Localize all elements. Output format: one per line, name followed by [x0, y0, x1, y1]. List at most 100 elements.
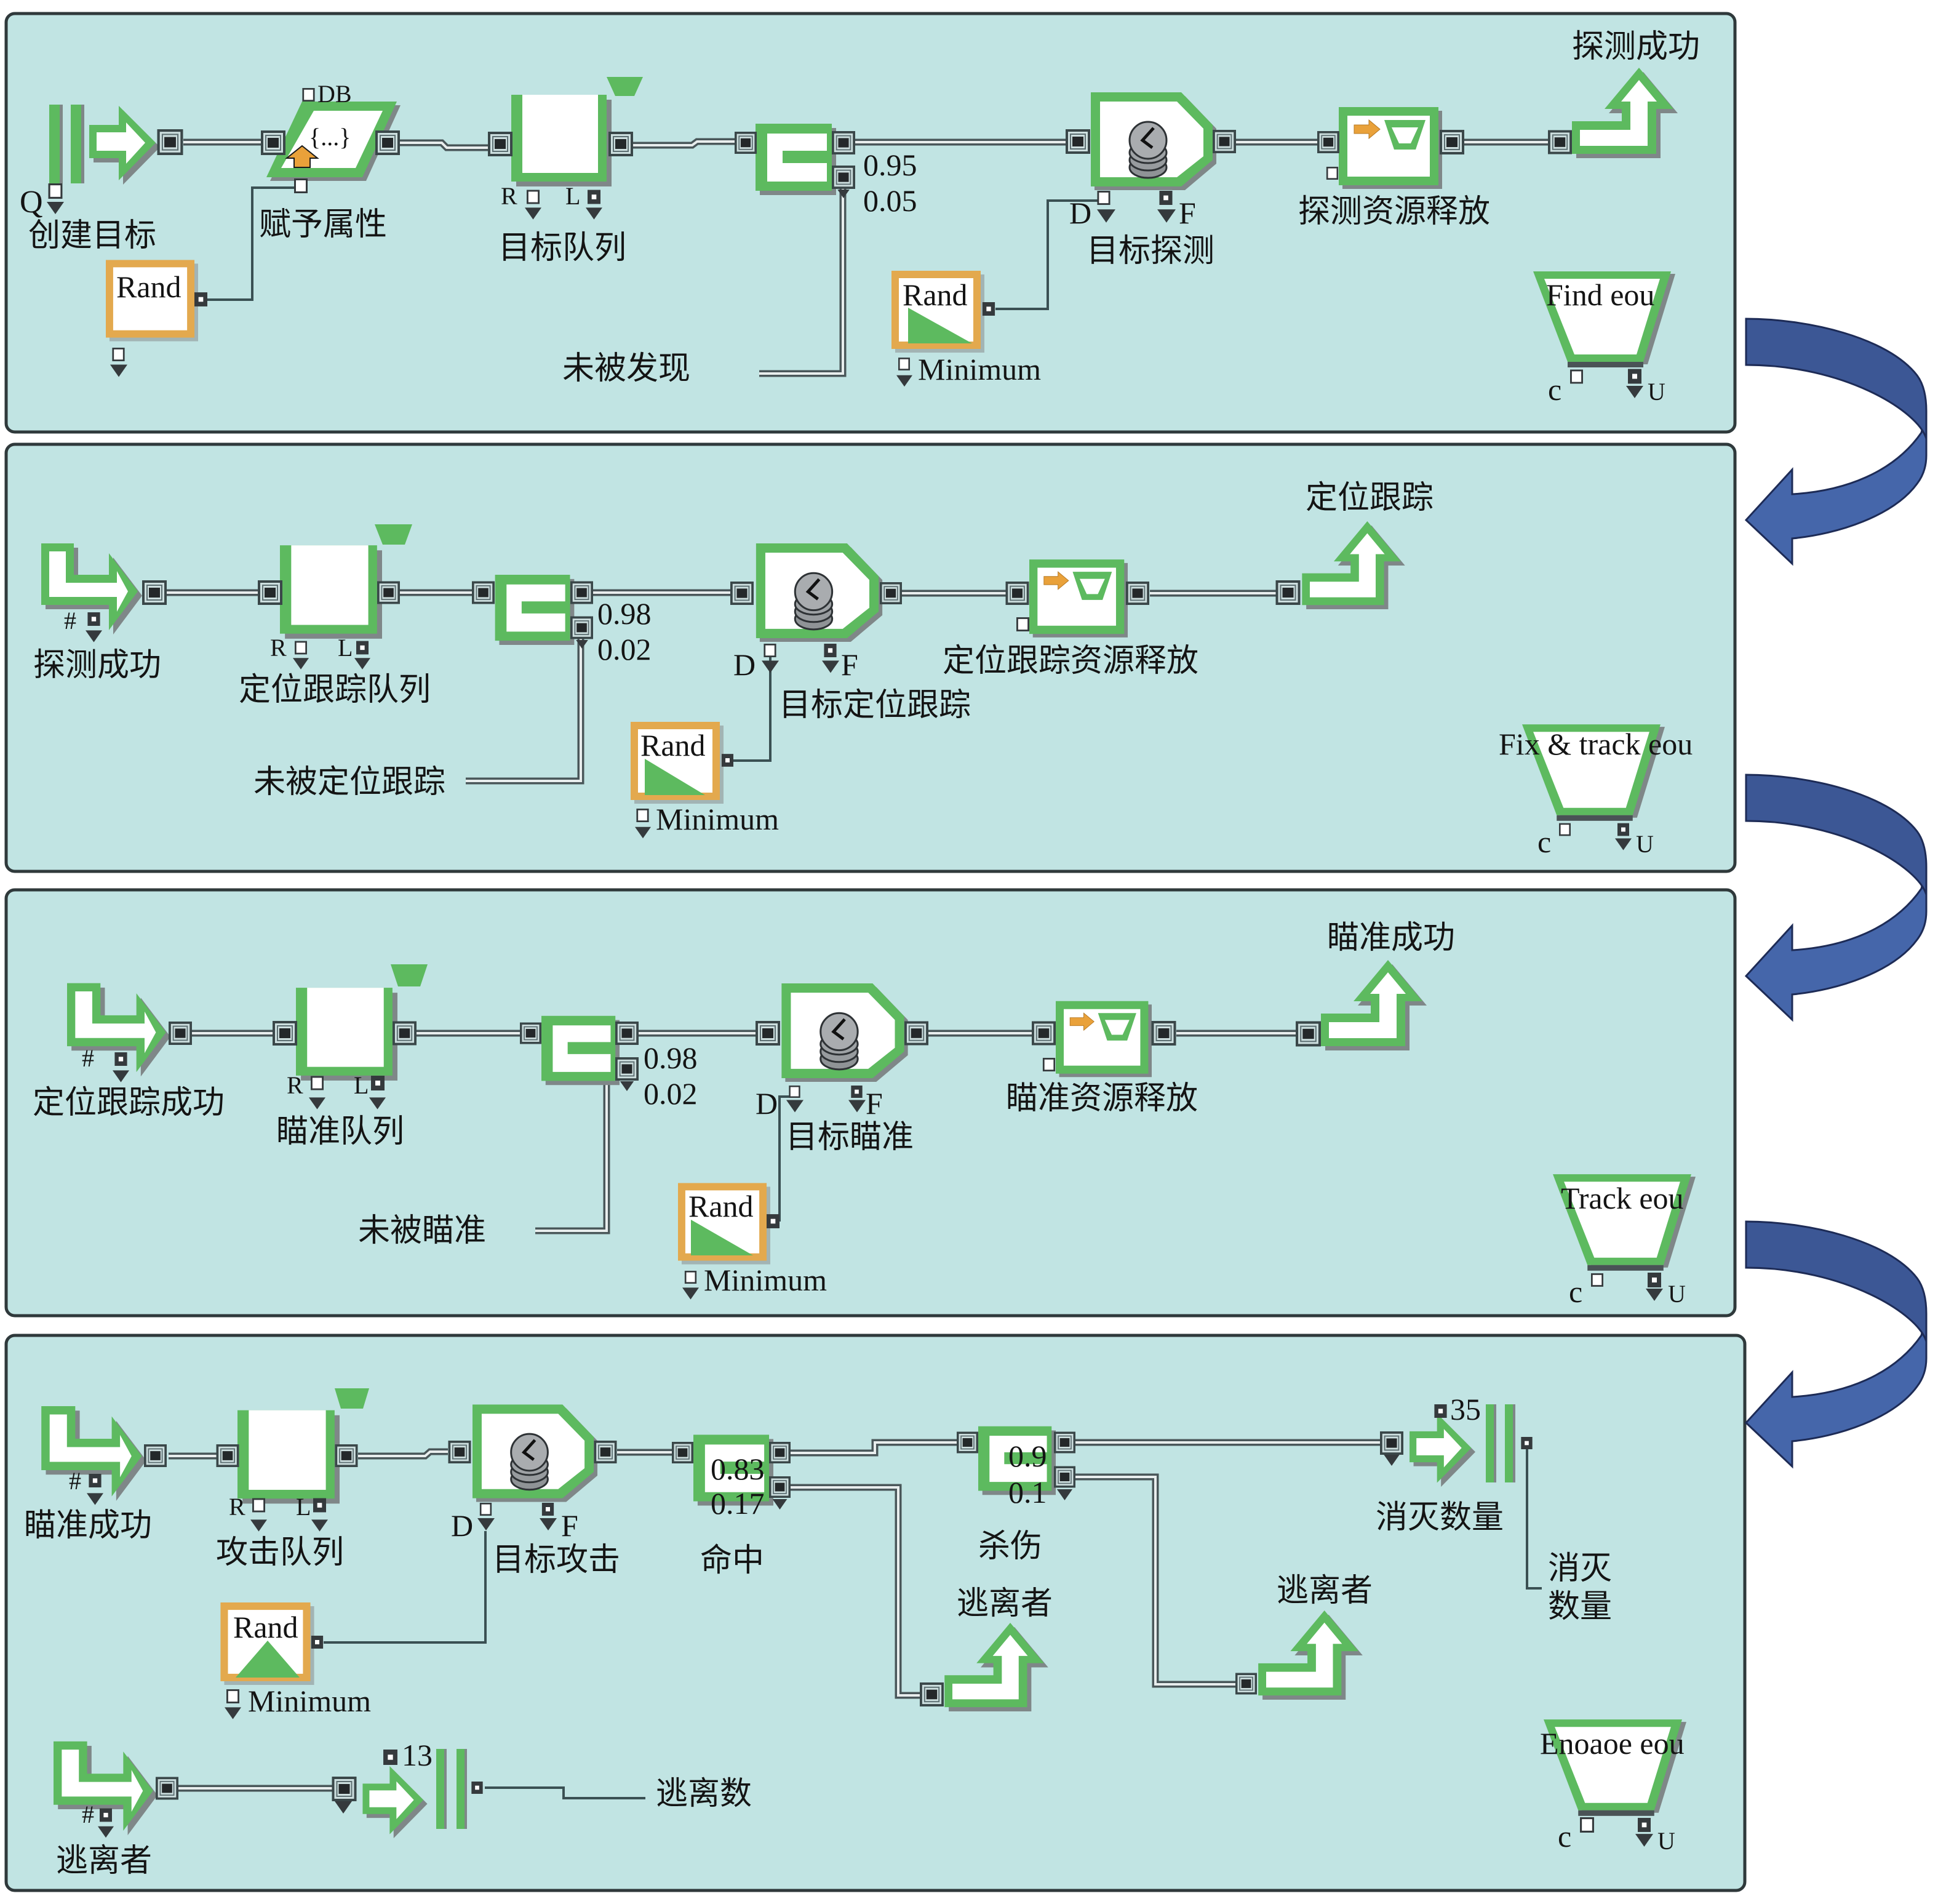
- delay-rand-output-port[interactable]: [311, 1636, 324, 1649]
- activity-output-connector[interactable]: [880, 582, 902, 605]
- queue-input-connector[interactable]: [274, 1022, 296, 1044]
- kill-counter-input-connector[interactable]: [1380, 1431, 1403, 1455]
- release-input-connector[interactable]: [1032, 1021, 1056, 1046]
- activity-f-port[interactable]: [541, 1503, 554, 1516]
- hit-select-input-connector[interactable]: [672, 1441, 693, 1464]
- attribute-rand-output-port[interactable]: [194, 292, 207, 306]
- enter-port[interactable]: [89, 1474, 102, 1487]
- release-block[interactable]: [1029, 559, 1128, 638]
- resource-pool-c-port[interactable]: [1570, 369, 1583, 384]
- select-output-fail-connector[interactable]: [615, 1057, 639, 1081]
- delay-rand-option-port[interactable]: [636, 809, 649, 822]
- queue-r-port[interactable]: [252, 1498, 265, 1513]
- activity-f-port[interactable]: [824, 644, 837, 657]
- kill-select-input-connector[interactable]: [957, 1431, 978, 1454]
- attribute-rand-block[interactable]: Rand: [106, 260, 198, 342]
- release-resource-port[interactable]: [1042, 1058, 1056, 1071]
- activity-f-port[interactable]: [1159, 191, 1173, 205]
- queue-block[interactable]: [511, 77, 643, 186]
- activity-input-connector[interactable]: [449, 1442, 469, 1462]
- enter-port[interactable]: [114, 1052, 127, 1066]
- kill-select-output-pass-connector[interactable]: [1054, 1431, 1075, 1454]
- activity-input-connector[interactable]: [756, 1021, 780, 1046]
- delay-rand-block[interactable]: Rand: [631, 722, 724, 804]
- select-output-fail-connector[interactable]: [570, 616, 593, 639]
- kill-counter-output-port[interactable]: [1521, 1437, 1533, 1449]
- create-block[interactable]: [49, 105, 160, 185]
- queue-block[interactable]: [280, 524, 412, 639]
- enter-output-connector[interactable]: [169, 1021, 192, 1046]
- activity-input-connector[interactable]: [1067, 130, 1089, 153]
- set-attribute-block[interactable]: {...}: [266, 102, 401, 181]
- queue-block[interactable]: [296, 964, 428, 1081]
- escape-exit-miss-input-connector[interactable]: [921, 1684, 943, 1705]
- queue-r-port[interactable]: [295, 641, 307, 655]
- resource-pool-u-port[interactable]: [1648, 1273, 1661, 1287]
- select-block[interactable]: [756, 124, 836, 195]
- select-input-connector[interactable]: [472, 581, 495, 604]
- queue-input-connector[interactable]: [488, 132, 512, 156]
- select-input-connector[interactable]: [735, 131, 757, 154]
- delay-rand-output-port[interactable]: [767, 1214, 780, 1228]
- queue-l-port[interactable]: [371, 1076, 385, 1090]
- release-resource-port[interactable]: [1326, 167, 1339, 180]
- activity-d-port[interactable]: [789, 1086, 800, 1098]
- release-block[interactable]: [1056, 1001, 1152, 1078]
- create-q-port[interactable]: [48, 183, 63, 199]
- queue-r-port[interactable]: [311, 1076, 324, 1090]
- enter-port[interactable]: [87, 612, 100, 626]
- select-output-pass-connector[interactable]: [615, 1021, 639, 1046]
- select-input-connector[interactable]: [520, 1022, 541, 1044]
- activity-f-port[interactable]: [851, 1086, 863, 1098]
- hit-select-output-pass-connector[interactable]: [769, 1441, 791, 1464]
- resource-pool-c-port[interactable]: [1580, 1817, 1594, 1833]
- activity-d-port[interactable]: [764, 644, 776, 657]
- release-resource-port[interactable]: [1016, 617, 1029, 631]
- release-output-connector[interactable]: [1440, 130, 1464, 154]
- activity-output-connector[interactable]: [594, 1441, 617, 1463]
- exit-input-connector[interactable]: [1548, 130, 1572, 154]
- resource-pool-u-port[interactable]: [1617, 823, 1629, 836]
- escape-counter-output-port[interactable]: [471, 1782, 483, 1794]
- escape-enter-output-connector[interactable]: [156, 1777, 178, 1800]
- set-attribute-input-connector[interactable]: [261, 130, 285, 155]
- delay-rand-block[interactable]: Rand: [891, 271, 984, 353]
- kill-counter-block[interactable]: [1410, 1404, 1515, 1487]
- select-output-fail-connector[interactable]: [832, 165, 855, 190]
- set-attribute-value-port[interactable]: [293, 178, 308, 193]
- activity-output-connector[interactable]: [904, 1021, 928, 1046]
- release-output-connector[interactable]: [1153, 1022, 1175, 1044]
- enter-output-connector[interactable]: [142, 580, 167, 605]
- queue-block[interactable]: [237, 1388, 369, 1504]
- queue-input-connector[interactable]: [216, 1444, 239, 1467]
- select-output-pass-connector[interactable]: [570, 581, 593, 604]
- escape-exit-survive-input-connector[interactable]: [1235, 1673, 1257, 1695]
- delay-rand-block[interactable]: Rand: [220, 1602, 314, 1685]
- escape-enter-port[interactable]: [100, 1808, 112, 1822]
- resource-pool-c-port[interactable]: [1591, 1273, 1603, 1287]
- queue-output-connector[interactable]: [377, 581, 400, 604]
- delay-rand-output-port[interactable]: [722, 754, 733, 767]
- queue-r-port[interactable]: [527, 190, 540, 204]
- delay-rand-output-port[interactable]: [982, 302, 995, 316]
- exit-input-connector[interactable]: [1277, 582, 1299, 604]
- resource-pool-c-port[interactable]: [1559, 823, 1571, 836]
- release-output-connector[interactable]: [1125, 582, 1150, 605]
- enter-output-connector[interactable]: [145, 1446, 165, 1466]
- queue-output-connector[interactable]: [393, 1021, 417, 1046]
- set-attribute-output-connector[interactable]: [375, 130, 400, 155]
- activity-d-port[interactable]: [1097, 191, 1111, 205]
- queue-output-connector[interactable]: [335, 1444, 358, 1467]
- select-block[interactable]: [495, 575, 575, 645]
- create-output-connector[interactable]: [159, 130, 182, 154]
- queue-l-port[interactable]: [313, 1498, 326, 1513]
- queue-l-port[interactable]: [356, 641, 369, 655]
- activity-d-port[interactable]: [479, 1503, 492, 1516]
- escape-counter-block[interactable]: [362, 1749, 467, 1839]
- delay-rand-option-port[interactable]: [684, 1271, 697, 1284]
- delay-rand-block[interactable]: Rand: [678, 1183, 770, 1265]
- activity-input-connector[interactable]: [732, 583, 752, 604]
- attribute-rand-input-port[interactable]: [112, 348, 125, 361]
- exit-input-connector[interactable]: [1297, 1023, 1320, 1046]
- resource-pool-u-port[interactable]: [1628, 369, 1641, 384]
